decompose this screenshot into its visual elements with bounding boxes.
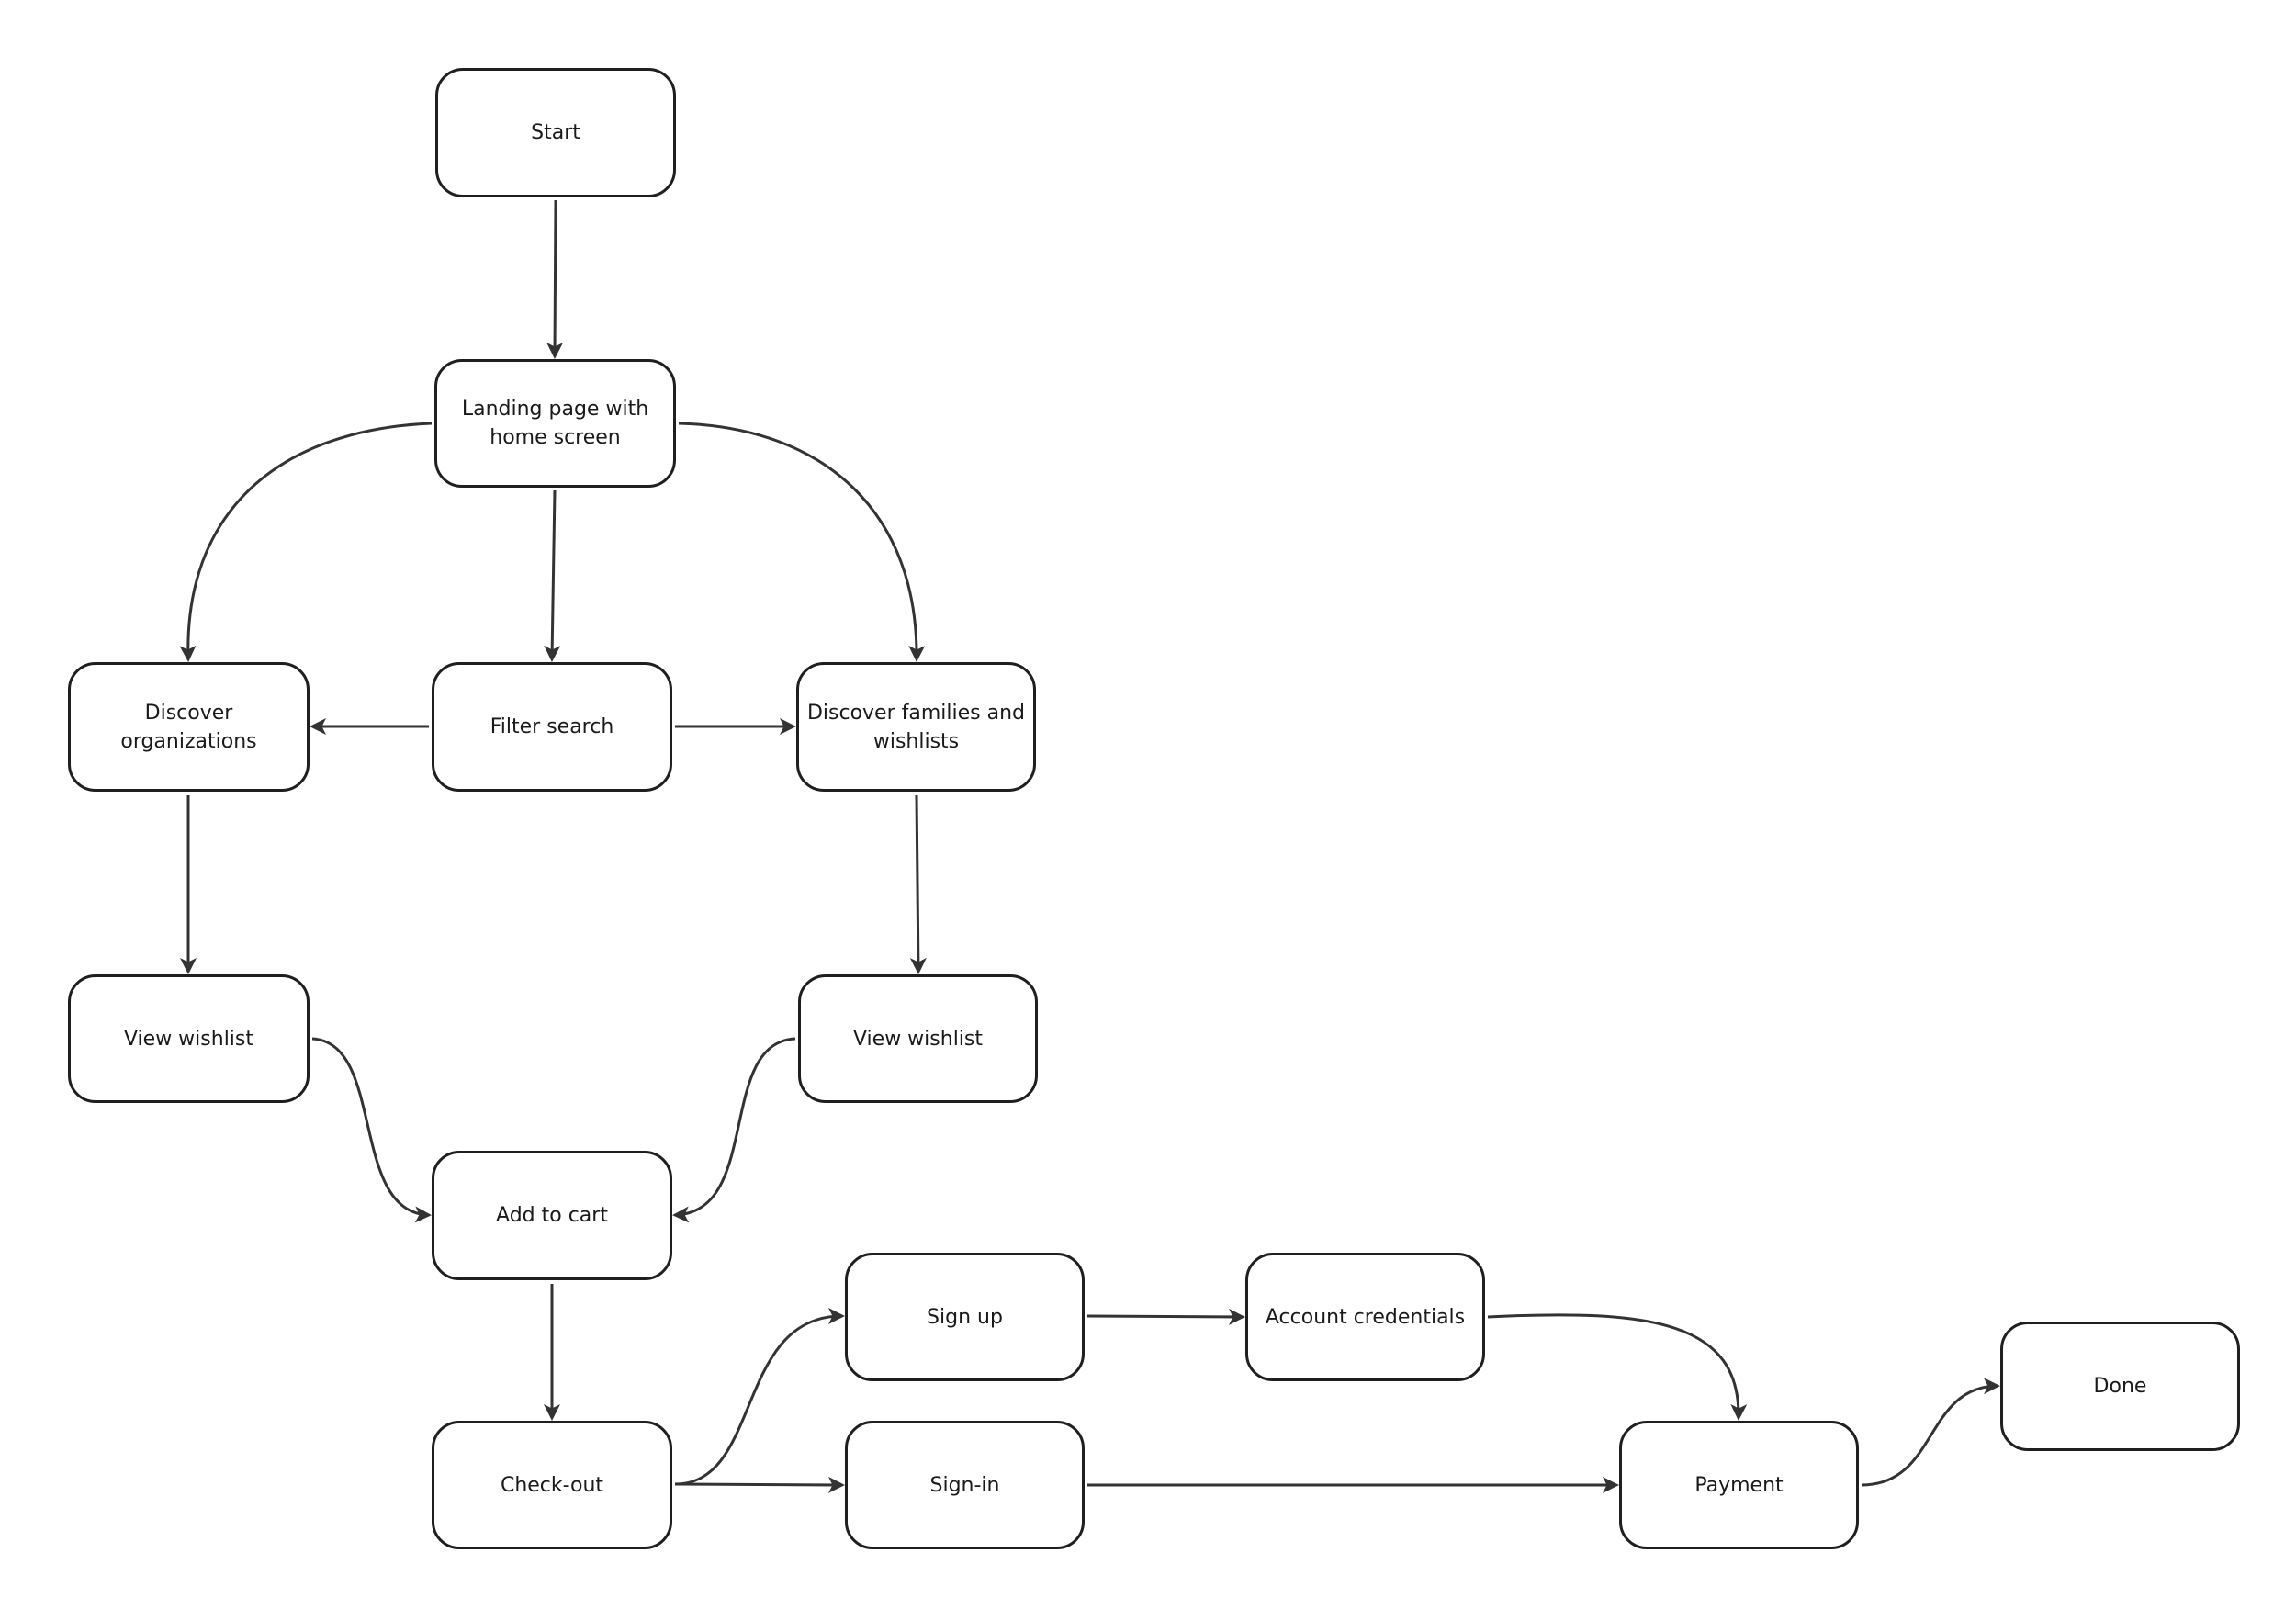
node-discover-families: Discover families and wishlists [796, 662, 1036, 792]
node-label: View wishlist [123, 1027, 254, 1051]
node-add-to-cart: Add to cart [432, 1151, 672, 1280]
node-sign-in: Sign-in [845, 1421, 1085, 1549]
node-view-wishlist-left: View wishlist [68, 974, 310, 1103]
node-check-out: Check-out [432, 1421, 672, 1549]
node-label: Sign-in [929, 1473, 1000, 1497]
node-payment: Payment [1619, 1421, 1859, 1549]
edge-sign-up-account-credentials [1086, 1308, 1245, 1325]
edge-view-wishlist-left-add-to-cart [311, 1037, 432, 1223]
node-landing-page: Landing page with home screen [434, 359, 676, 488]
edge-payment-done [1861, 1378, 2000, 1487]
edge-landing-discover-orgs [179, 422, 433, 662]
node-label: Landing page with home screen [461, 398, 649, 449]
node-label: Start [531, 121, 580, 144]
edge-checkout-sign-in [674, 1476, 845, 1493]
node-label: Check-out [500, 1473, 604, 1497]
node-label: Discover families and wishlists [806, 701, 1026, 753]
edge-start-landing [546, 199, 564, 359]
node-label: Filter search [490, 715, 614, 738]
node-filter-search: Filter search [432, 662, 672, 792]
node-label: View wishlist [852, 1027, 984, 1051]
edge-landing-filter-search [544, 489, 561, 662]
node-discover-organizations: Discover organizations [68, 662, 310, 792]
node-label: Payment [1694, 1473, 1784, 1497]
node-label: Discover organizations [120, 701, 257, 753]
node-done: Done [2000, 1322, 2240, 1451]
node-start: Start [435, 68, 676, 197]
node-view-wishlist-right: View wishlist [798, 974, 1038, 1103]
edge-account-credentials-payment [1487, 1313, 1748, 1421]
node-sign-up: Sign up [845, 1253, 1085, 1381]
node-label: Account credentials [1265, 1305, 1466, 1329]
edge-checkout-sign-up [674, 1308, 845, 1486]
node-label: Add to cart [496, 1204, 608, 1227]
node-label: Done [2093, 1375, 2147, 1398]
node-label: Sign up [927, 1305, 1003, 1329]
edge-discover-families-view-wishlist-right [909, 794, 927, 974]
edge-landing-discover-families [678, 422, 926, 662]
edge-view-wishlist-right-add-to-cart [672, 1037, 796, 1223]
node-account-credentials: Account credentials [1245, 1253, 1485, 1381]
